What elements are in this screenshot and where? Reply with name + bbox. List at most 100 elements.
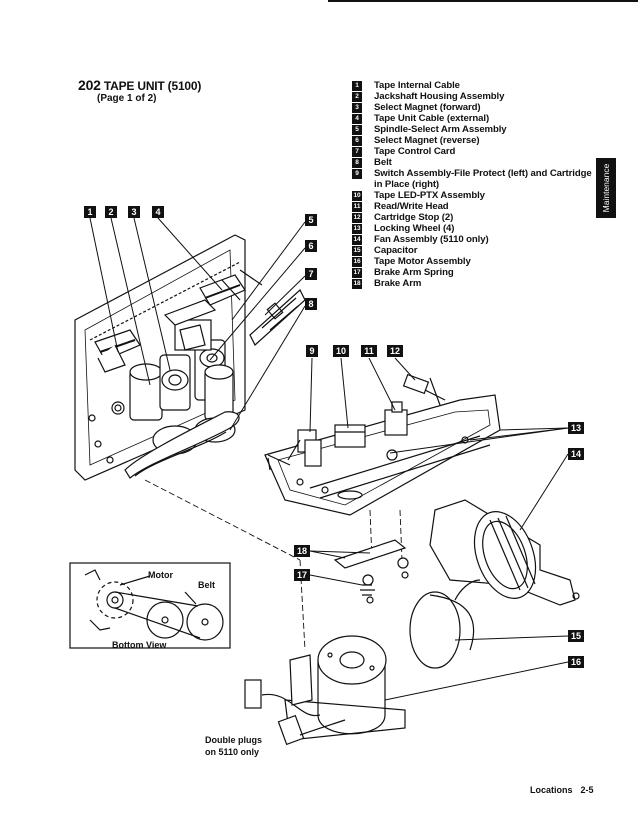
- svg-text:4: 4: [155, 207, 160, 217]
- svg-text:13: 13: [571, 423, 581, 433]
- legend-badge: 14: [352, 235, 362, 245]
- legend-text: Tape Motor Assembly: [374, 256, 471, 267]
- page-info: (Page 1 of 2): [97, 93, 157, 104]
- head-assembly-frame: [264, 394, 501, 516]
- callout-11: 11: [361, 345, 377, 357]
- legend-badge: 5: [352, 125, 362, 135]
- legend-badge: 10: [352, 191, 362, 201]
- legend-item: 18 Brake Arm: [352, 278, 592, 289]
- svg-text:12: 12: [390, 346, 400, 356]
- legend-badge: 13: [352, 224, 362, 234]
- callout-17: 17: [294, 569, 310, 581]
- callout-4: 4: [152, 206, 164, 218]
- legend-text: Jackshaft Housing Assembly: [374, 91, 505, 102]
- legend-badge: 7: [352, 147, 362, 157]
- callout-10: 10: [333, 345, 349, 357]
- section-number: 202: [78, 77, 101, 93]
- capacitor-part: [409, 579, 481, 669]
- legend-item: 11 Read/Write Head: [352, 201, 592, 212]
- svg-text:9: 9: [309, 346, 314, 356]
- callout-12: 12: [387, 345, 403, 357]
- callout-1: 1: [84, 206, 96, 218]
- callout-16: 16: [568, 656, 584, 668]
- read-write-head-part: [384, 401, 408, 436]
- legend-text: Capacitor: [374, 245, 418, 256]
- legend-text: Tape Internal Cable: [374, 80, 460, 91]
- legend-badge: 4: [352, 114, 362, 124]
- legend-text: Select Magnet (reverse): [374, 135, 480, 146]
- tape-control-card-part: [249, 289, 306, 346]
- legend-item: 16 Tape Motor Assembly: [352, 256, 592, 267]
- legend-text: Tape Unit Cable (external): [374, 113, 490, 124]
- legend-badge: 18: [352, 279, 362, 289]
- jackshaft-housing-part: [129, 299, 234, 421]
- legend-badge: 16: [352, 257, 362, 267]
- motor-plugs-part: [244, 654, 346, 746]
- callout-18: 18: [294, 545, 310, 557]
- top-rule: [328, 0, 638, 2]
- svg-text:16: 16: [571, 657, 581, 667]
- double-plugs-note-line1: Double plugs: [205, 735, 262, 745]
- callout-3: 3: [128, 206, 140, 218]
- legend-badge: 2: [352, 92, 362, 102]
- callout-13: 13: [568, 422, 584, 434]
- tape-unit-cable-part: [199, 269, 263, 306]
- legend-text: Brake Arm: [374, 278, 422, 289]
- svg-text:17: 17: [297, 570, 307, 580]
- legend-text: Select Magnet (forward): [374, 102, 481, 113]
- svg-text:2: 2: [108, 207, 113, 217]
- legend-badge: 1: [352, 81, 362, 91]
- callout-15: 15: [568, 630, 584, 642]
- legend-item: 1 Tape Internal Cable: [352, 80, 592, 91]
- legend-badge: 12: [352, 213, 362, 223]
- callout-9: 9: [306, 345, 318, 357]
- section-title: 202 TAPE UNIT (5100): [78, 77, 201, 93]
- callout-14: 14: [568, 448, 584, 460]
- legend-text: Tape Control Card: [374, 146, 456, 157]
- cartridge-stop-part: [402, 373, 446, 406]
- legend-text: Brake Arm Spring: [374, 267, 454, 278]
- legend-item: 4 Tape Unit Cable (external): [352, 113, 592, 124]
- parts-legend: 1 Tape Internal Cable 2 Jackshaft Housing …: [352, 80, 592, 289]
- svg-text:1: 1: [87, 207, 92, 217]
- legend-item: 2 Jackshaft Housing Assembly: [352, 91, 592, 102]
- svg-text:3: 3: [131, 207, 136, 217]
- legend-badge: 3: [352, 103, 362, 113]
- svg-text:15: 15: [571, 631, 581, 641]
- legend-item: 15 Capacitor: [352, 245, 592, 256]
- callout-6: 6: [305, 240, 317, 252]
- belt-part: [124, 411, 240, 479]
- legend-item: 17 Brake Arm Spring: [352, 267, 592, 278]
- callout-2: 2: [105, 206, 117, 218]
- callout-8: 8: [305, 298, 317, 310]
- footer-page-number: 2-5: [580, 785, 594, 795]
- callout-leader-lines: [89, 217, 569, 701]
- legend-item: 7 Tape Control Card: [352, 146, 592, 157]
- svg-text:14: 14: [571, 449, 581, 459]
- brake-arm-part: [333, 539, 409, 604]
- callout-5: 5: [305, 214, 317, 226]
- callout-7: 7: [305, 268, 317, 280]
- legend-badge: 6: [352, 136, 362, 146]
- legend-text: Tape LED-PTX Assembly: [374, 190, 485, 201]
- inset-caption: Bottom View: [112, 640, 167, 650]
- svg-text:8: 8: [308, 299, 313, 309]
- inset-motor-label: Motor: [148, 570, 173, 580]
- legend-text: Read/Write Head: [374, 201, 449, 212]
- switch-assembly-part: [267, 429, 322, 471]
- legend-badge: 15: [352, 246, 362, 256]
- tape-motor-part: [284, 635, 406, 741]
- legend-text: Fan Assembly (5110 only): [374, 234, 489, 245]
- legend-badge: 11: [352, 202, 362, 212]
- svg-text:10: 10: [336, 346, 346, 356]
- legend-item: 14 Fan Assembly (5110 only): [352, 234, 592, 245]
- legend-badge: 17: [352, 268, 362, 278]
- double-plugs-note-line2: on 5110 only: [205, 747, 259, 757]
